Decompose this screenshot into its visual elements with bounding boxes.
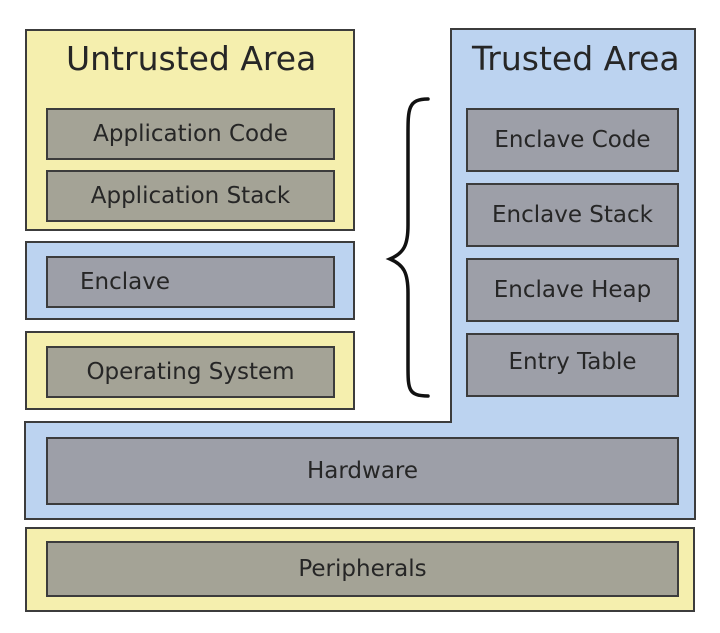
trusted-area-title: Trusted Area <box>472 39 680 78</box>
enclave-stack-block: Enclave Stack <box>466 183 679 247</box>
peripherals-block: Peripherals <box>46 541 679 597</box>
application-code-block: Application Code <box>46 108 335 160</box>
application-stack-block: Application Stack <box>46 170 335 222</box>
curly-brace-icon <box>385 97 430 398</box>
hardware-block: Hardware <box>46 437 679 505</box>
enclave-block: Enclave <box>46 256 335 308</box>
enclave-code-block: Enclave Code <box>466 108 679 172</box>
untrusted-area-title: Untrusted Area <box>66 39 317 78</box>
enclave-label: Enclave <box>80 269 171 295</box>
enclave-heap-block: Enclave Heap <box>466 258 679 322</box>
operating-system-block: Operating System <box>46 346 335 398</box>
entry-table-block: Entry Table <box>466 333 679 397</box>
